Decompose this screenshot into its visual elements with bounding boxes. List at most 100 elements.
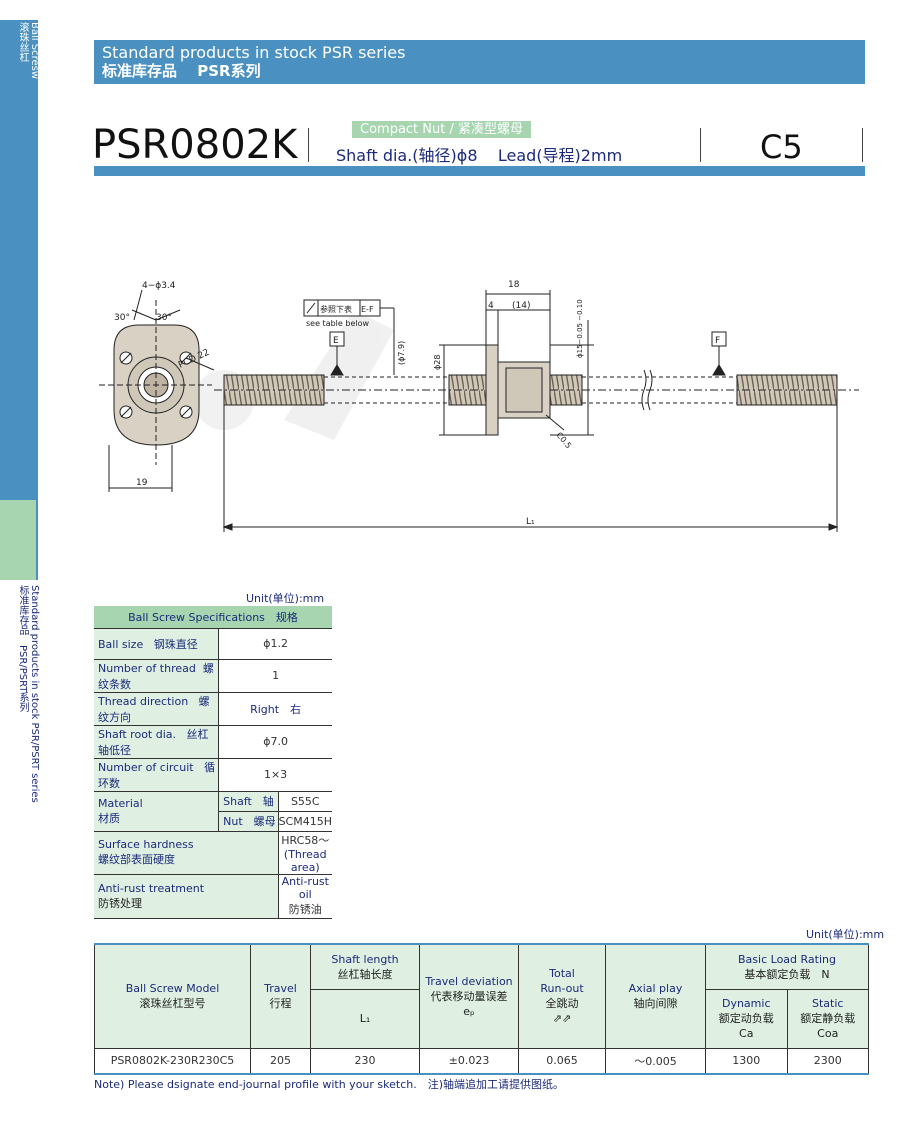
series-title-en: Standard products in stock PSR series	[102, 43, 406, 62]
spec-label: Shaft root dia. 丝杠轴低径	[94, 725, 219, 759]
nut-material-value: SCM415H	[277, 811, 332, 832]
sidebar-section-label: Standard products in stock PSR/PSRT seri…	[16, 585, 40, 803]
spec-row-material-shaft: Material 材质 Shaft 轴 S55C	[94, 791, 332, 832]
spec-row: Thread direction 螺纹方向 Right 右	[94, 692, 332, 726]
technical-drawing: 4−ϕ3.4 30° 30° PCD 22 19 18 4 (14)	[99, 280, 859, 532]
spec-row: Number of circuit 循环数 1×3	[94, 758, 332, 792]
col-axial-en: Axial play	[628, 982, 683, 996]
nut-material-label: Nut 螺母	[218, 811, 279, 832]
datum-e: E	[333, 336, 339, 346]
spec-label-cn: 螺纹条数	[98, 661, 214, 691]
title-separator	[308, 128, 309, 162]
lead-text: Lead(导程)2mm	[497, 146, 623, 165]
spec-value: Right 右	[218, 692, 332, 726]
antirust-label-cn: 防锈处理	[98, 896, 142, 910]
col-shaft-sym: L₁	[310, 988, 420, 1049]
antirust-value-en: Anti-rust oil	[281, 875, 329, 901]
sidebar-top-label-en: Ball Scresw	[29, 22, 40, 80]
col-travel-en: Travel	[264, 982, 297, 996]
cell-shaft: 230	[310, 1047, 420, 1075]
col-shaft-en: Shaft length	[331, 952, 399, 966]
sidebar-blue-block	[0, 20, 36, 500]
spec-row-hardness: Surface hardness 螺纹部表面硬度 HRC58～ (Thread …	[94, 831, 332, 875]
see-table-cn: 参照下表	[320, 304, 352, 314]
spec-label: Number of circuit 循环数	[94, 758, 219, 792]
model-data-table: Ball Screw Model 滚珠丝杠型号 Travel 行程 Shaft …	[94, 943, 869, 1075]
hardness-label-cn: 螺纹部表面硬度	[98, 853, 175, 866]
cell-runout: 0.065	[518, 1047, 606, 1075]
model-name: PSR0802K	[92, 122, 298, 168]
datum-e-marker	[329, 331, 345, 376]
dia-79-dim: (ϕ7.9)	[397, 341, 406, 365]
l1-dimension	[222, 405, 839, 532]
dim-18: 18	[508, 280, 520, 290]
col-model-cn: 滚珠丝杠型号	[139, 997, 206, 1011]
spec-row-antirust: Anti-rust treatment 防锈处理 Anti-rust oil 防…	[94, 874, 332, 919]
spec-value: ϕ7.0	[218, 725, 332, 759]
dia-15-dim: ϕ15−0.05 −0.10	[576, 299, 584, 358]
spec-unit-label: Unit(单位):mm	[246, 592, 325, 605]
spec-table: Ball Screw Specifications 规格 Ball size 钢…	[94, 606, 332, 919]
dia-28-dim: ϕ28	[433, 355, 442, 370]
holes-dim: 4−ϕ3.4	[142, 281, 176, 291]
cell-model: PSR0802K-230R230C5	[94, 1047, 251, 1075]
hardness-value-1: HRC58～	[281, 833, 330, 847]
col-load-en: Basic Load Rating	[738, 952, 836, 966]
sidebar-divider	[36, 20, 38, 580]
col-dyn-cn: 额定动负载	[718, 1012, 774, 1025]
antirust-value-cn: 防锈油	[288, 903, 322, 916]
col-axial: Axial play 轴向间隙	[605, 943, 706, 1049]
spec-label-en: Thread direction	[98, 694, 189, 708]
hardness-value-2: (Thread area)	[283, 847, 327, 874]
spec-label-en: Number of thread	[98, 661, 196, 675]
col-travel-cn: 行程	[269, 997, 292, 1011]
cell-dynamic: 1300	[705, 1047, 788, 1075]
chamfer-dim: C0.5	[554, 431, 573, 451]
nut-side-view	[439, 290, 594, 436]
spec-header-row: Ball Screw Specifications 规格	[94, 606, 332, 629]
col-dynamic: Dynamic 额定动负载 Ca	[705, 988, 788, 1049]
col-dev-cn: 代表移动量误差	[430, 989, 508, 1003]
spec-row: Ball size 钢珠直径 ϕ1.2	[94, 628, 332, 660]
spec-label-en: Shaft root dia.	[98, 727, 177, 741]
sidebar-top-label-cn: 滚珠丝杠	[17, 22, 28, 62]
col-sta-sym: Coa	[817, 1027, 839, 1040]
sidebar: Ball Scresw 滚珠丝杠 Standard products in st…	[0, 20, 50, 1131]
antirust-label-en: Anti-rust treatment	[98, 881, 205, 895]
compact-nut-badge: Compact Nut / 紧凑型螺母	[352, 121, 531, 138]
col-load-cn: 基本额定负载 N	[744, 967, 830, 981]
sidebar-top-label: Ball Scresw 滚珠丝杠	[16, 22, 40, 79]
title-underline-bar	[94, 166, 865, 176]
title-separator	[862, 128, 863, 162]
cell-static: 2300	[786, 1047, 869, 1075]
material-label-cn: 材质	[98, 811, 120, 825]
col-shaft: Shaft length 丝杠轴长度	[310, 943, 420, 990]
col-axial-cn: 轴向间隙	[633, 997, 678, 1011]
col-dyn-en: Dynamic	[721, 997, 771, 1010]
col-sta-en: Static	[812, 997, 844, 1010]
hardness-label: Surface hardness 螺纹部表面硬度	[94, 831, 279, 875]
shaft-material-value: S55C	[277, 791, 332, 812]
spec-label-en: Ball size	[98, 637, 144, 651]
runout-symbol-icon: ⇗⇗	[552, 1012, 572, 1026]
spec-label-en: Number of circuit	[98, 760, 194, 774]
title-separator	[700, 128, 701, 162]
shaft-dia-text: Shaft dia.(轴径)ϕ8	[336, 146, 478, 165]
spec-label-cn: 螺纹方向	[98, 694, 210, 724]
spec-label: Number of thread 螺纹条数	[94, 659, 219, 693]
data-header-row-2: L₁ Dynamic 额定动负载 Ca Static 额定静负载 Coa	[95, 988, 869, 1049]
length-l1-label: L₁	[526, 517, 535, 527]
datum-f-marker	[711, 331, 727, 376]
dim-14: (14)	[512, 301, 530, 311]
data-header-row-1: Ball Screw Model 滚珠丝杠型号 Travel 行程 Shaft …	[94, 943, 869, 1049]
spec-label: Ball size 钢珠直径	[94, 628, 219, 660]
col-runout-en-1: Total	[549, 967, 575, 981]
datum-f: F	[715, 336, 720, 346]
col-load: Basic Load Rating 基本额定负载 N	[705, 943, 869, 990]
col-dev-en: Travel deviation	[425, 974, 513, 988]
spec-row: Shaft root dia. 丝杠轴低径 ϕ7.0	[94, 725, 332, 759]
cell-axial: ～0.005	[605, 1047, 706, 1075]
hardness-value: HRC58～ (Thread area)	[277, 831, 332, 875]
spec-label-cn: 钢珠直径	[153, 637, 198, 651]
shaft-lead-line: Shaft dia.(轴径)ϕ8 Lead(导程)2mm	[336, 142, 622, 166]
